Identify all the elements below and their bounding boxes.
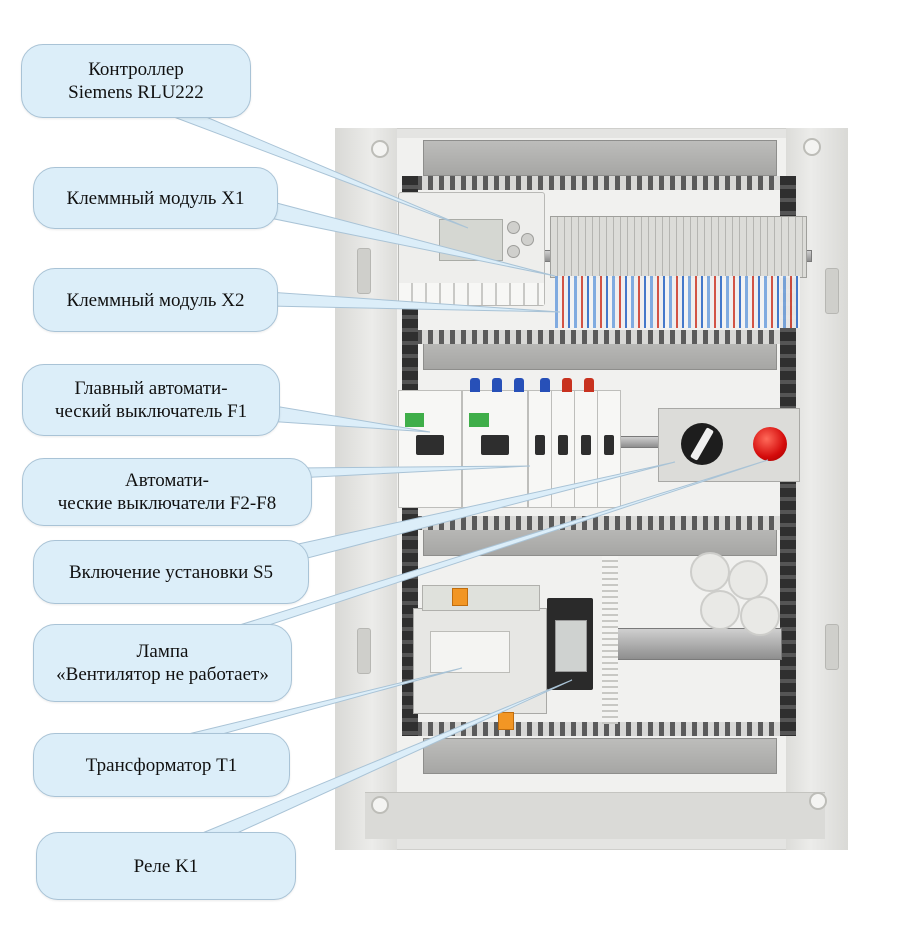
controller-button [507,221,520,234]
hinge [825,624,839,670]
callout-controller: Контроллер Siemens RLU222 [21,44,251,118]
indicator-lamp [753,427,787,461]
breaker-lever [416,435,444,455]
controller-display [439,219,503,261]
callout-breakers: Автомати- ческие выключатели F2-F8 [22,458,312,526]
hinge [357,248,371,294]
knockout [690,552,730,592]
orange-terminal [452,588,468,606]
breaker-lever [480,435,510,455]
duct-comb [406,330,786,344]
screw-hole [371,796,389,814]
breaker-indicator [469,413,489,427]
knockout [740,596,780,636]
knockout [700,590,740,630]
breaker-f2 [528,390,552,508]
callout-main-breaker-text: Главный автомати- ческий выключатель F1 [54,378,248,422]
screw-hole [803,138,821,156]
duct-comb [406,516,786,530]
wire-cap [584,378,594,392]
wire-cap [562,378,572,392]
cabinet-left-side [335,128,397,850]
hinge [825,268,839,314]
breaker-f4 [574,390,598,508]
controller-terminals [399,283,544,305]
callout-terminal-x2: Клеммный модуль X2 [33,268,278,332]
callout-relay-text: Реле K1 [133,855,199,877]
wire-cap [492,378,502,392]
knockout [728,560,768,600]
spiral-cable-wrap [602,556,618,724]
screw-hole [809,792,827,810]
transformer-nameplate [430,631,510,673]
callout-switch: Включение установки S5 [33,540,309,604]
callout-terminal-x1-text: Клеммный модуль X1 [66,187,245,209]
wire-cap [514,378,524,392]
wire-cap [470,378,480,392]
relay-body [555,620,587,672]
callout-terminal-x2-text: Клеммный модуль X2 [66,289,245,311]
callout-transformer-text: Трансформатор T1 [85,754,238,776]
callout-controller-text: Контроллер Siemens RLU222 [68,59,204,103]
duct-comb [406,722,786,736]
terminal-block [550,216,807,278]
relay-k1 [547,598,593,690]
callout-breakers-text: Автомати- ческие выключатели F2-F8 [57,470,277,514]
rotary-switch-s5 [681,423,723,465]
breaker-f5 [597,390,621,508]
transformer-top [422,585,540,611]
callout-relay: Реле K1 [36,832,296,900]
breaker-lever [558,435,568,455]
callout-main-breaker: Главный автомати- ческий выключатель F1 [22,364,280,436]
cable-duct-bottom [423,738,777,774]
breaker-lever [604,435,614,455]
wire-cap [540,378,550,392]
cable-duct-top [423,140,777,176]
callout-transformer: Трансформатор T1 [33,733,290,797]
transformer-t1 [413,585,547,714]
callout-lamp: Лампа «Вентилятор не работает» [33,624,292,702]
breaker-module [462,390,528,508]
controller-button [507,245,520,258]
screw-hole [371,140,389,158]
controller-button [521,233,534,246]
breaker-indicator [405,413,424,427]
cabinet-bottom [365,792,825,839]
controller-rlu222 [398,192,545,306]
breaker-lever [581,435,591,455]
breaker-lever [535,435,545,455]
wiring [555,276,800,328]
duct-comb [406,176,786,190]
callout-lamp-text: Лампа «Вентилятор не работает» [56,641,269,685]
callout-switch-text: Включение установки S5 [68,561,274,583]
main-breaker-f1 [398,390,462,508]
switch-lamp-enclosure [658,408,800,482]
orange-terminal [498,712,514,730]
hinge [357,628,371,674]
callout-terminal-x1: Клеммный модуль X1 [33,167,278,229]
breaker-f3 [551,390,575,508]
